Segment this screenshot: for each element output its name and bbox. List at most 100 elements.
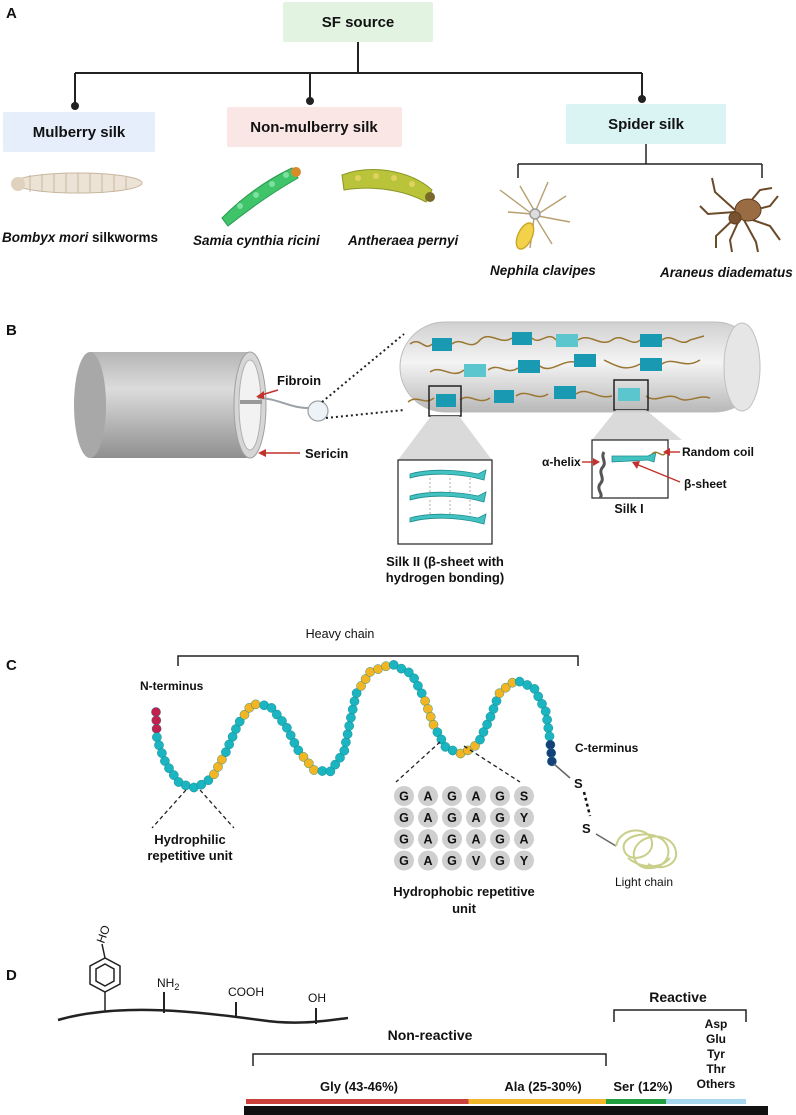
- root-box: [283, 2, 433, 42]
- aa-residue-letter: G: [399, 833, 409, 847]
- aa-residue-letter: G: [447, 833, 457, 847]
- chain-bead: [203, 775, 214, 786]
- chain-bead: [213, 762, 223, 772]
- aa-residue-letter: A: [471, 790, 480, 804]
- aa-residue-circle: [490, 850, 510, 871]
- nephila-spider-illustration: [499, 181, 571, 250]
- panel-b-letter: B: [6, 322, 17, 339]
- hydrophobic-label-line1: Hydrophobic repetitive: [393, 884, 535, 899]
- ala-label: Ala (25-30%): [504, 1079, 581, 1094]
- chain-bead: [164, 763, 174, 774]
- samia-larva-illustration: [221, 167, 301, 227]
- light-chain-label: Light chain: [615, 875, 673, 889]
- aa-residue-letter: Y: [520, 854, 529, 868]
- chain-bead: [351, 688, 362, 698]
- reactive-label: Reactive: [649, 989, 707, 1005]
- polymer-backbone: [57, 1008, 349, 1024]
- nonmulberry-box: [227, 107, 402, 147]
- chain-bead: [547, 756, 557, 767]
- disulfide-bond: [582, 791, 592, 817]
- aa-residue-letter: G: [399, 854, 409, 868]
- aa-residue-letter: A: [423, 854, 432, 868]
- nonreactive-bracket: [252, 1053, 607, 1066]
- light-chain-link: [595, 833, 617, 847]
- aa-residue-letter: A: [423, 790, 432, 804]
- chain-bead: [500, 682, 511, 693]
- aa-residue-letter: A: [471, 811, 480, 825]
- chain-bead: [180, 780, 191, 791]
- aa-residue-letter: G: [447, 790, 457, 804]
- beta-sheet-label: β-sheet: [684, 477, 727, 491]
- aa-residue-circle: [466, 829, 486, 849]
- chain-bead: [266, 703, 277, 713]
- composition-base-bar: [244, 1106, 768, 1115]
- chain-bead: [330, 759, 341, 770]
- silk2-label-line1: Silk II (β-sheet with: [386, 554, 504, 569]
- bombyx-caption: Bombyx mori silkworms: [2, 230, 158, 245]
- chain-bead: [335, 752, 345, 763]
- nh2-label: NH2: [157, 976, 179, 992]
- ser-label: Ser (12%): [613, 1079, 672, 1094]
- silk2-label-line2: hydrogen bonding): [386, 570, 504, 585]
- aa-residue-circle: [394, 786, 414, 806]
- panel-b: B: [6, 321, 761, 585]
- chain-bead: [151, 715, 162, 726]
- chain-bead: [342, 729, 353, 739]
- silkworm-illustration: [11, 172, 143, 194]
- aa-residue-letter: G: [495, 811, 505, 825]
- gly-label: Gly (43-46%): [320, 1079, 398, 1094]
- alpha-helix-label: α-helix: [542, 455, 581, 469]
- aa-residue-letter: G: [447, 854, 457, 868]
- sericin-arrowhead: [258, 449, 266, 457]
- spider-branch: [517, 144, 763, 178]
- samia-caption: Samia cynthia ricini: [193, 233, 320, 248]
- aa-residue-letter: G: [495, 833, 505, 847]
- mulberry-label: Mulberry silk: [33, 124, 126, 141]
- beta-sheet-arrow: [635, 463, 681, 483]
- heavy-chain-label: Heavy chain: [306, 627, 375, 641]
- chain-bead: [428, 719, 439, 730]
- aa-residue-circle: [514, 850, 534, 871]
- nonmulberry-node-dot: [306, 97, 314, 105]
- panel-c-letter: C: [6, 657, 17, 674]
- gly-segment: [246, 1099, 469, 1104]
- aa-residue-circle: [466, 786, 486, 806]
- fibroin-arrowhead: [256, 391, 264, 399]
- chain-bead: [196, 779, 207, 790]
- sulfur-2: S: [582, 821, 591, 836]
- mulberry-node-dot: [71, 102, 79, 110]
- chain-bead: [250, 699, 261, 710]
- chain-bead: [540, 706, 551, 717]
- chain-bead: [325, 766, 336, 777]
- chain-bead: [151, 707, 161, 717]
- fibroin-strand: [257, 397, 317, 410]
- chain-bead: [152, 732, 162, 743]
- aa-residue-circle: [466, 850, 486, 871]
- chain-bead: [462, 745, 473, 756]
- aa-residue-circle: [418, 786, 438, 806]
- n-terminus-label: N-terminus: [140, 679, 204, 693]
- other-aa-3: Thr: [706, 1062, 726, 1076]
- panel-d-letter: D: [6, 967, 17, 984]
- ser-segment: [606, 1099, 666, 1104]
- random-coil-label: Random coil: [682, 445, 754, 459]
- silk1-inset: [591, 439, 669, 500]
- chain-bead: [277, 716, 287, 726]
- chain-bead: [317, 766, 328, 776]
- aa-residue-circle: [490, 829, 510, 849]
- chain-bead: [168, 770, 179, 780]
- other-aa-2: Tyr: [707, 1047, 725, 1061]
- aa-residue-letter: G: [399, 811, 409, 825]
- chain-bead: [298, 752, 309, 762]
- c-terminus-label: C-terminus: [575, 741, 639, 755]
- chain-bead: [360, 674, 371, 684]
- aa-residue-circle: [514, 807, 534, 828]
- fibroin-label: Fibroin: [277, 373, 321, 388]
- other-aa-4: Others: [697, 1077, 736, 1091]
- aa-residue-letter: A: [423, 833, 432, 847]
- chain-bead: [545, 739, 556, 750]
- root-label: SF source: [322, 14, 395, 31]
- aa-residue-letter: G: [399, 790, 409, 804]
- aa-residue-circle: [394, 850, 414, 871]
